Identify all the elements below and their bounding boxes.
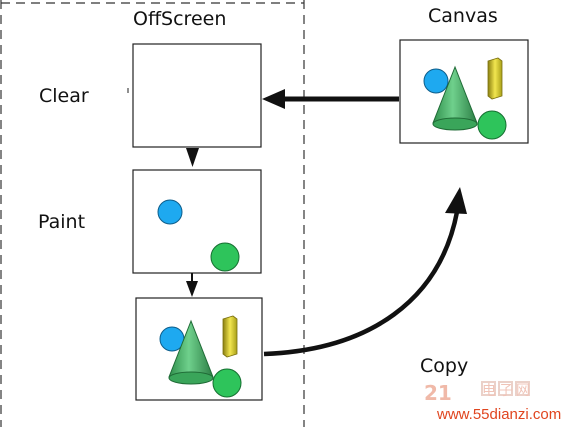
paint-green-circle xyxy=(210,242,240,272)
watermark-cn-text: 电子网 xyxy=(482,383,533,399)
paint-label: Paint xyxy=(38,211,86,233)
watermark-number: 21 xyxy=(424,381,452,405)
clear-buffer-box xyxy=(132,43,262,148)
offscreen-label: OffScreen xyxy=(133,8,227,30)
composed-green-circle xyxy=(212,368,242,398)
copy-label: Copy xyxy=(420,355,469,377)
paint-blue-circle xyxy=(157,199,183,225)
composed-bar xyxy=(222,315,238,358)
canvas-green-circle xyxy=(477,110,507,140)
arrow-copy-head xyxy=(445,187,467,214)
watermark-logo xyxy=(481,381,530,396)
arrow-clear-to-paint xyxy=(186,148,199,167)
arrow-paint-to-composed-head xyxy=(186,281,198,297)
arrow-canvas-to-clear-head xyxy=(262,89,285,109)
paint-buffer-box xyxy=(132,169,262,274)
clear-label: Clear xyxy=(39,85,89,107)
canvas-label: Canvas xyxy=(428,5,498,27)
canvas-bar xyxy=(487,57,503,100)
arrow-copy-curve xyxy=(263,211,460,357)
canvas-blue-circle xyxy=(423,68,449,94)
watermark-url: www.55dianzi.com xyxy=(437,406,562,423)
